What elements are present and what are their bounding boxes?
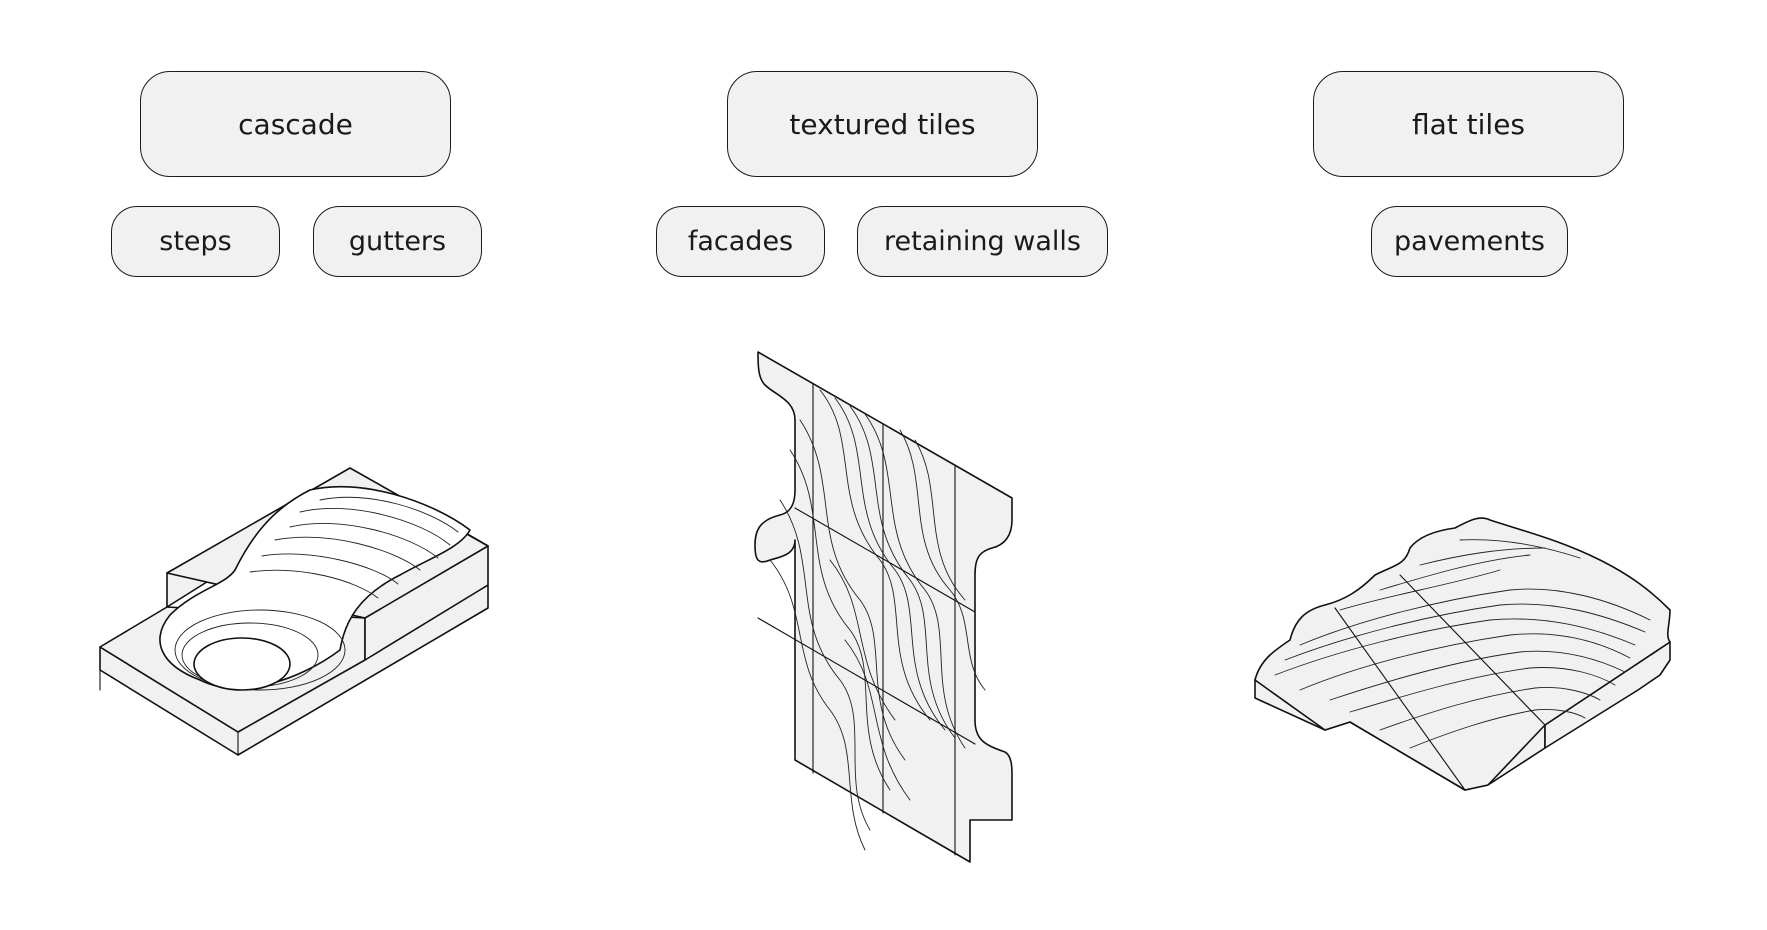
flat-tiles-pavement-illustration	[1254, 517, 1671, 791]
tag-facades: facades	[656, 206, 825, 277]
tag-gutters: gutters	[313, 206, 482, 277]
cascade-block-illustration	[99, 467, 489, 756]
tag-retaining-walls: retaining walls	[857, 206, 1108, 277]
textured-tiles-wall-illustration	[754, 351, 1013, 863]
category-cascade-label: cascade	[140, 71, 451, 177]
category-textured-tiles-label: textured tiles	[727, 71, 1038, 177]
category-flat-tiles-label: flat tiles	[1313, 71, 1624, 177]
tag-steps: steps	[111, 206, 280, 277]
tag-pavements: pavements	[1371, 206, 1568, 277]
